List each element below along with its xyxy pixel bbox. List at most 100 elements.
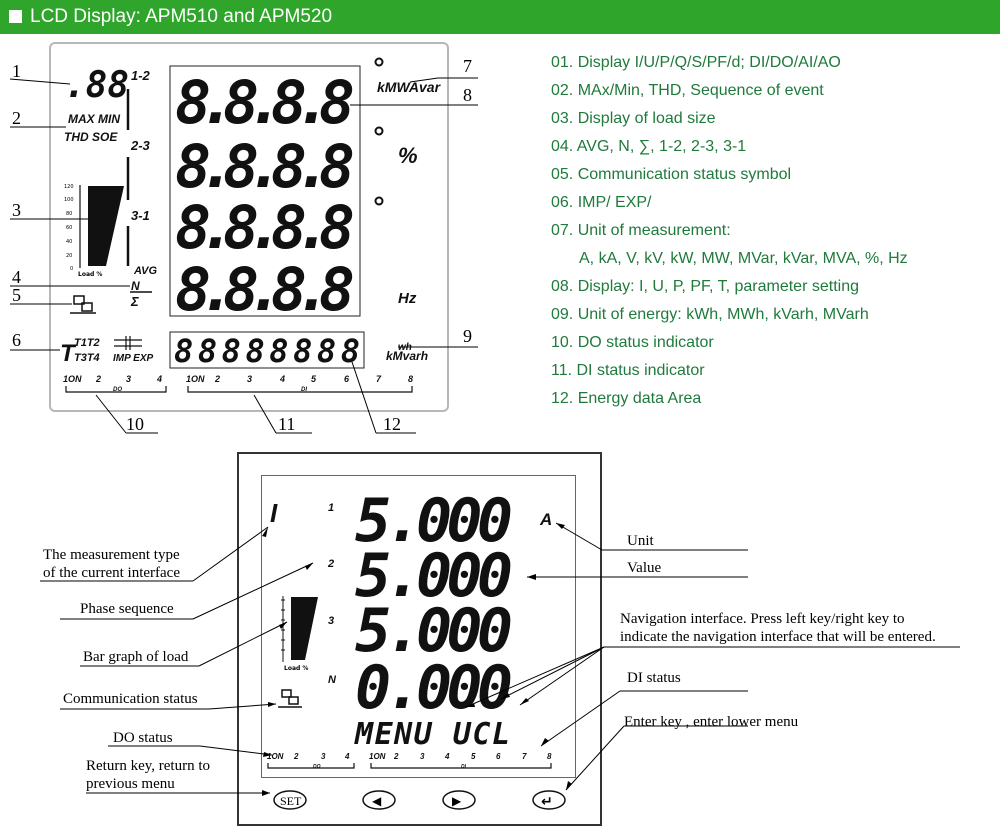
di-number: 5 [311,374,317,384]
do-number: 3 [321,752,326,761]
phase-number: 2 [327,558,334,570]
annotation-communication: Communication status [63,691,198,707]
di-number: 3 [247,374,252,384]
bar-tick: 80 [66,211,72,217]
callout-6: 6 [12,330,21,350]
di-number: 2 [393,752,399,761]
legend-item: 10. DO status indicator [551,334,714,351]
load-bar-graph: 120 100 80 60 40 20 0 Load % [64,184,124,278]
annotation-phase-sequence: Phase sequence [80,601,174,617]
big-display-row: 8.8.8.8 [175,193,355,263]
energy-unit-bottom: kMvarh [386,349,428,363]
sigma-label: Σ [130,294,139,309]
bottom-load-bar-graph: Load % [281,596,318,672]
callout-11: 11 [278,414,295,434]
di-number: 7 [522,752,527,761]
annotation-value: Value [627,560,662,576]
top-lcd-panel [49,42,449,412]
legend-item: 11. DI status indicator [551,362,705,379]
bar-tick: 0 [70,266,73,272]
callout-4: 4 [12,267,21,287]
di-number: 8 [547,752,552,761]
di-number: 5 [471,752,476,761]
value-row: 5.000 [355,541,513,611]
annotation-do-status: DO status [113,730,173,746]
do-number: 2 [293,752,299,761]
imp-exp-icon [114,336,142,350]
set-button[interactable]: SET [273,790,307,810]
di-label: DI [461,764,467,770]
bottom-load-label: Load % [284,665,308,672]
di-status-bar: 1ON 2 3 4 5 6 7 8 DI [186,374,413,393]
di-number: 4 [279,374,285,384]
communication-icon [70,295,96,314]
phase-label-23: 2-3 [130,138,151,153]
bar-tick: 20 [66,253,72,259]
phase-number: 3 [328,615,334,627]
value-row: 5.000 [355,596,513,666]
tariff-bottom: T3T4 [74,352,100,364]
callout-10: 10 [126,414,144,434]
di-number: 6 [344,374,350,384]
di-number: 6 [496,752,501,761]
imp-exp-label: IMP EXP [113,353,154,364]
phase-label-31: 3-1 [131,208,150,223]
legend-item: 04. AVG, N, ∑, 1-2, 2-3, 3-1 [551,138,747,155]
annotation-return-key: Return key, return to previous menu [86,757,210,793]
callout-7: 7 [463,56,472,76]
do-number: 1ON [267,752,284,761]
value-row: 5.000 [355,486,513,556]
annotation-measurement-type: The measurement type of the current inte… [43,546,180,582]
big-display-row: 8.8.8.8 [175,132,355,202]
callout-1: 1 [12,61,21,81]
di-number: 7 [376,374,382,384]
annotation-line: previous menu [86,776,175,792]
callout-8: 8 [463,85,472,105]
do-label: DO [313,764,321,770]
thd-soe-label: THD SOE [64,130,118,144]
annotation-bar-graph: Bar graph of load [83,649,189,665]
bottom-di-status-bar: 1ON 2 3 4 5 6 7 8 DI [369,752,552,770]
do-label: DO [113,387,122,393]
phase-number: N [328,674,337,686]
legend-item: 02. MAx/Min, THD, Sequence of event [551,82,824,99]
avg-label: AVG [133,265,157,277]
annotation-enter-key: Enter key , enter lower menu [624,714,799,730]
load-label: Load % [78,271,102,278]
energy-digits: 88888888 [174,332,360,370]
legend-list: 01. Display I/U/P/Q/S/PF/d; DI/DO/AI/AO … [551,52,991,416]
phase-number: 1 [328,502,334,514]
callout-9: 9 [463,326,472,346]
do-number: 4 [344,752,350,761]
annotation-line: indicate the navigation interface that w… [620,629,936,645]
annotation-di-status: DI status [627,670,681,686]
bottom-communication-icon [278,689,302,708]
di-number: 2 [214,374,220,384]
square-icon [9,10,22,23]
callout-5: 5 [12,285,21,305]
header-bar: LCD Display: APM510 and APM520 [0,0,1000,34]
annotation-line: of the current interface [43,565,180,581]
right-arrow-icon: ▶ [452,794,462,808]
enter-button[interactable]: ↵ [532,790,566,810]
legend-item: 07. Unit of measurement: [551,222,731,239]
annotation-line: The measurement type [43,547,180,563]
arrowheads [262,523,572,796]
left-button[interactable]: ◀ [362,790,396,810]
di-label: DI [301,387,307,393]
tariff-top: T1T2 [74,337,100,349]
enter-icon: ↵ [541,794,553,810]
right-button[interactable]: ▶ [442,790,476,810]
value-row: 0.000 [355,653,513,723]
legend-item: 12. Energy data Area [551,390,702,407]
annotation-line: Return key, return to [86,758,210,774]
phase-label-12: 1-2 [131,68,151,83]
annotation-unit: Unit [627,533,654,549]
legend-item: 01. Display I/U/P/Q/S/PF/d; DI/DO/AI/AO [551,54,841,71]
annotation-line: Navigation interface. Press left key/rig… [620,611,905,627]
di-number: 8 [408,374,413,384]
callout-2: 2 [12,108,21,128]
bar-tick: 100 [64,197,74,203]
unit-label: A [539,510,552,529]
